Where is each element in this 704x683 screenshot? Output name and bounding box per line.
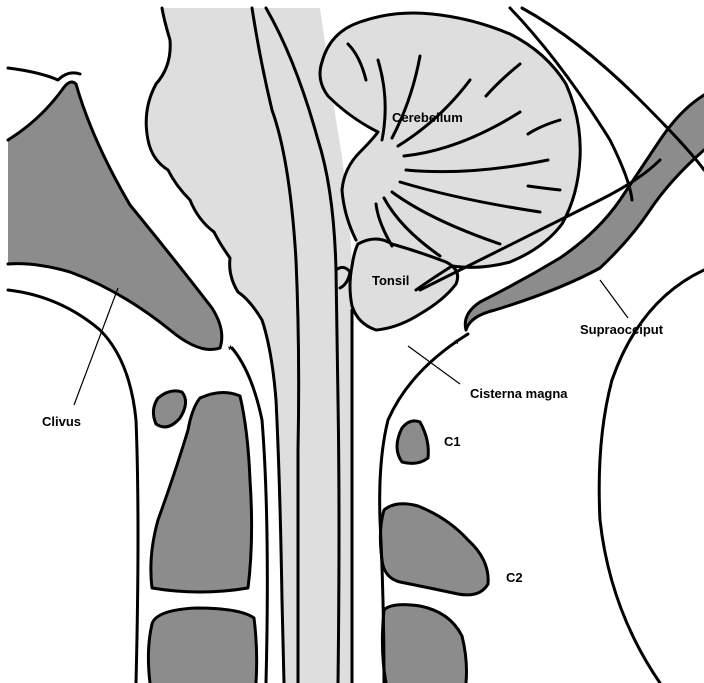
c1-label: C1 [444, 434, 461, 449]
supraocciput-leader [600, 280, 628, 318]
c3-posterior-element [382, 605, 466, 683]
clivus-label: Clivus [42, 414, 81, 429]
c2-label: C2 [506, 570, 523, 585]
posterior-asterisk: * [454, 337, 459, 351]
anterior-soft-tissue-line [8, 290, 138, 683]
clivus-leader [74, 288, 118, 405]
cerebellum-label: Cerebellum [392, 110, 463, 125]
supraocciput-label: Supraocciput [580, 322, 664, 337]
skull-base-outline [8, 68, 80, 80]
c3-body [148, 608, 256, 683]
cisterna-magna-label: Cisterna magna [470, 386, 568, 401]
anterior-asterisk: * [228, 343, 233, 357]
tonsil-label: Tonsil [372, 273, 409, 288]
